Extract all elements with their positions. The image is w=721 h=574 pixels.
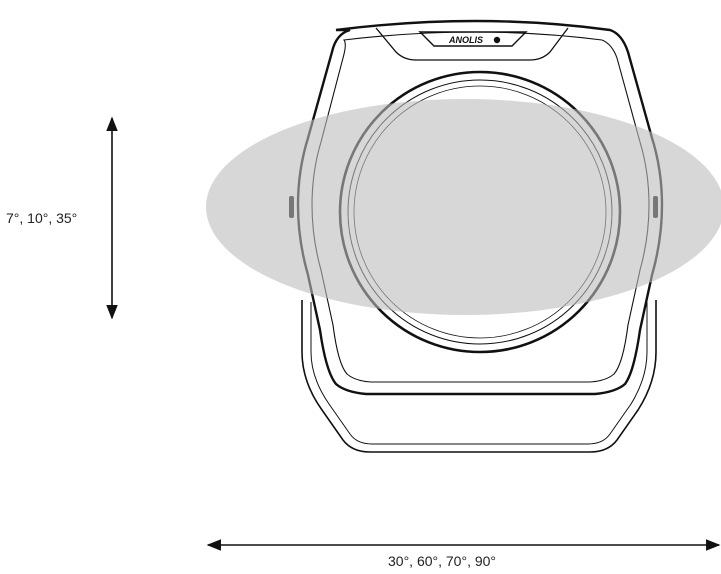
beam-spread-ellipse bbox=[206, 99, 721, 315]
logo-plate bbox=[418, 31, 528, 47]
housing-lower-frame-inner bbox=[310, 302, 648, 445]
top-visor bbox=[375, 27, 569, 61]
horizontal-beam-angles-label: 30°, 60°, 70°, 90° bbox=[388, 553, 497, 569]
brand-logo: ANOLIS bbox=[448, 35, 483, 45]
luminaire-body bbox=[301, 300, 657, 453]
housing-lower-frame bbox=[301, 300, 657, 453]
vertical-beam-angles-label: 7°, 10°, 35° bbox=[6, 210, 78, 226]
brand-logo-dot bbox=[493, 36, 501, 44]
